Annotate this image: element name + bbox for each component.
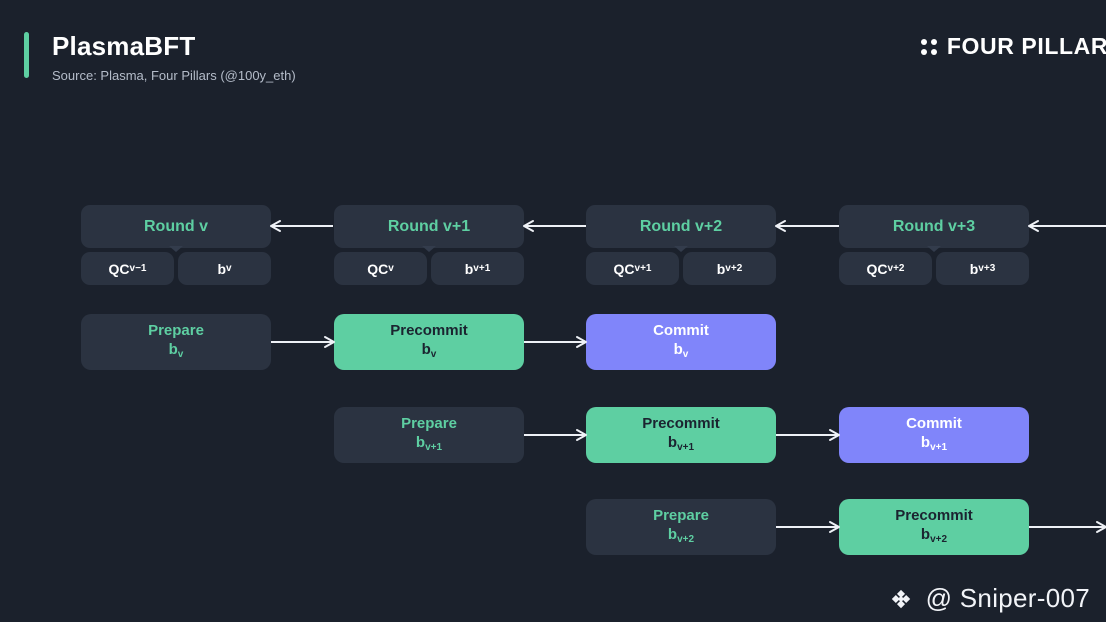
phase-block-label: bv+1 [415, 433, 443, 453]
phase-label: Prepare [148, 321, 204, 339]
phase-flow-arrow [524, 428, 587, 442]
brand-label: FOUR PILLARS [946, 33, 1106, 59]
round-link-arrow [1028, 219, 1106, 233]
phase-block-label: bv+1 [667, 433, 695, 453]
phase-block-label: bv+1 [920, 433, 948, 453]
watermark-handle: @ Sniper-007 [925, 583, 1090, 613]
brand-dots-icon [920, 38, 937, 55]
title-block: PlasmaBFT Source: Plasma, Four Pillars (… [52, 30, 296, 85]
round-link-arrow [270, 219, 333, 233]
phase-label: Commit [653, 321, 709, 339]
round-header: Round v+3 [839, 205, 1029, 248]
phase-block-label: bv [673, 340, 689, 360]
chevron-down-icon [422, 246, 436, 252]
header: PlasmaBFT Source: Plasma, Four Pillars (… [0, 0, 1106, 100]
phase-label: Prepare [653, 506, 709, 524]
phase-label: Precommit [895, 506, 973, 524]
phase-block-label: bv [421, 340, 437, 360]
phase-flow-arrow [524, 335, 587, 349]
phase-block-label: bv+2 [920, 525, 948, 545]
brand-logo: FOUR PILLARS [920, 33, 1106, 60]
page-subtitle: Source: Plasma, Four Pillars (@100y_eth) [52, 68, 296, 83]
phase-flow-arrow [776, 520, 840, 534]
chevron-down-icon [674, 246, 688, 252]
round-link-arrow [523, 219, 586, 233]
phase-label: Prepare [401, 414, 457, 432]
chevron-down-icon [169, 246, 183, 252]
phase-flow-arrow [776, 428, 840, 442]
phase-block-label: bv [168, 340, 184, 360]
round-header: Round v+2 [586, 205, 776, 248]
page-title: PlasmaBFT [52, 31, 196, 61]
phase-flow-arrow-continues [1029, 520, 1106, 534]
title-accent-bar [24, 32, 29, 78]
phase-label: Commit [906, 414, 962, 432]
phase-label: Precommit [390, 321, 468, 339]
round-header: Round v [81, 205, 271, 248]
chevron-down-icon [927, 246, 941, 252]
phase-block-label: bv+2 [667, 525, 695, 545]
round-link-arrow [775, 219, 839, 233]
phase-label: Precommit [642, 414, 720, 432]
diamond-logo-icon [891, 589, 910, 608]
watermark: @ Sniper-007 [886, 583, 1090, 614]
phase-flow-arrow [271, 335, 335, 349]
round-header: Round v+1 [334, 205, 524, 248]
